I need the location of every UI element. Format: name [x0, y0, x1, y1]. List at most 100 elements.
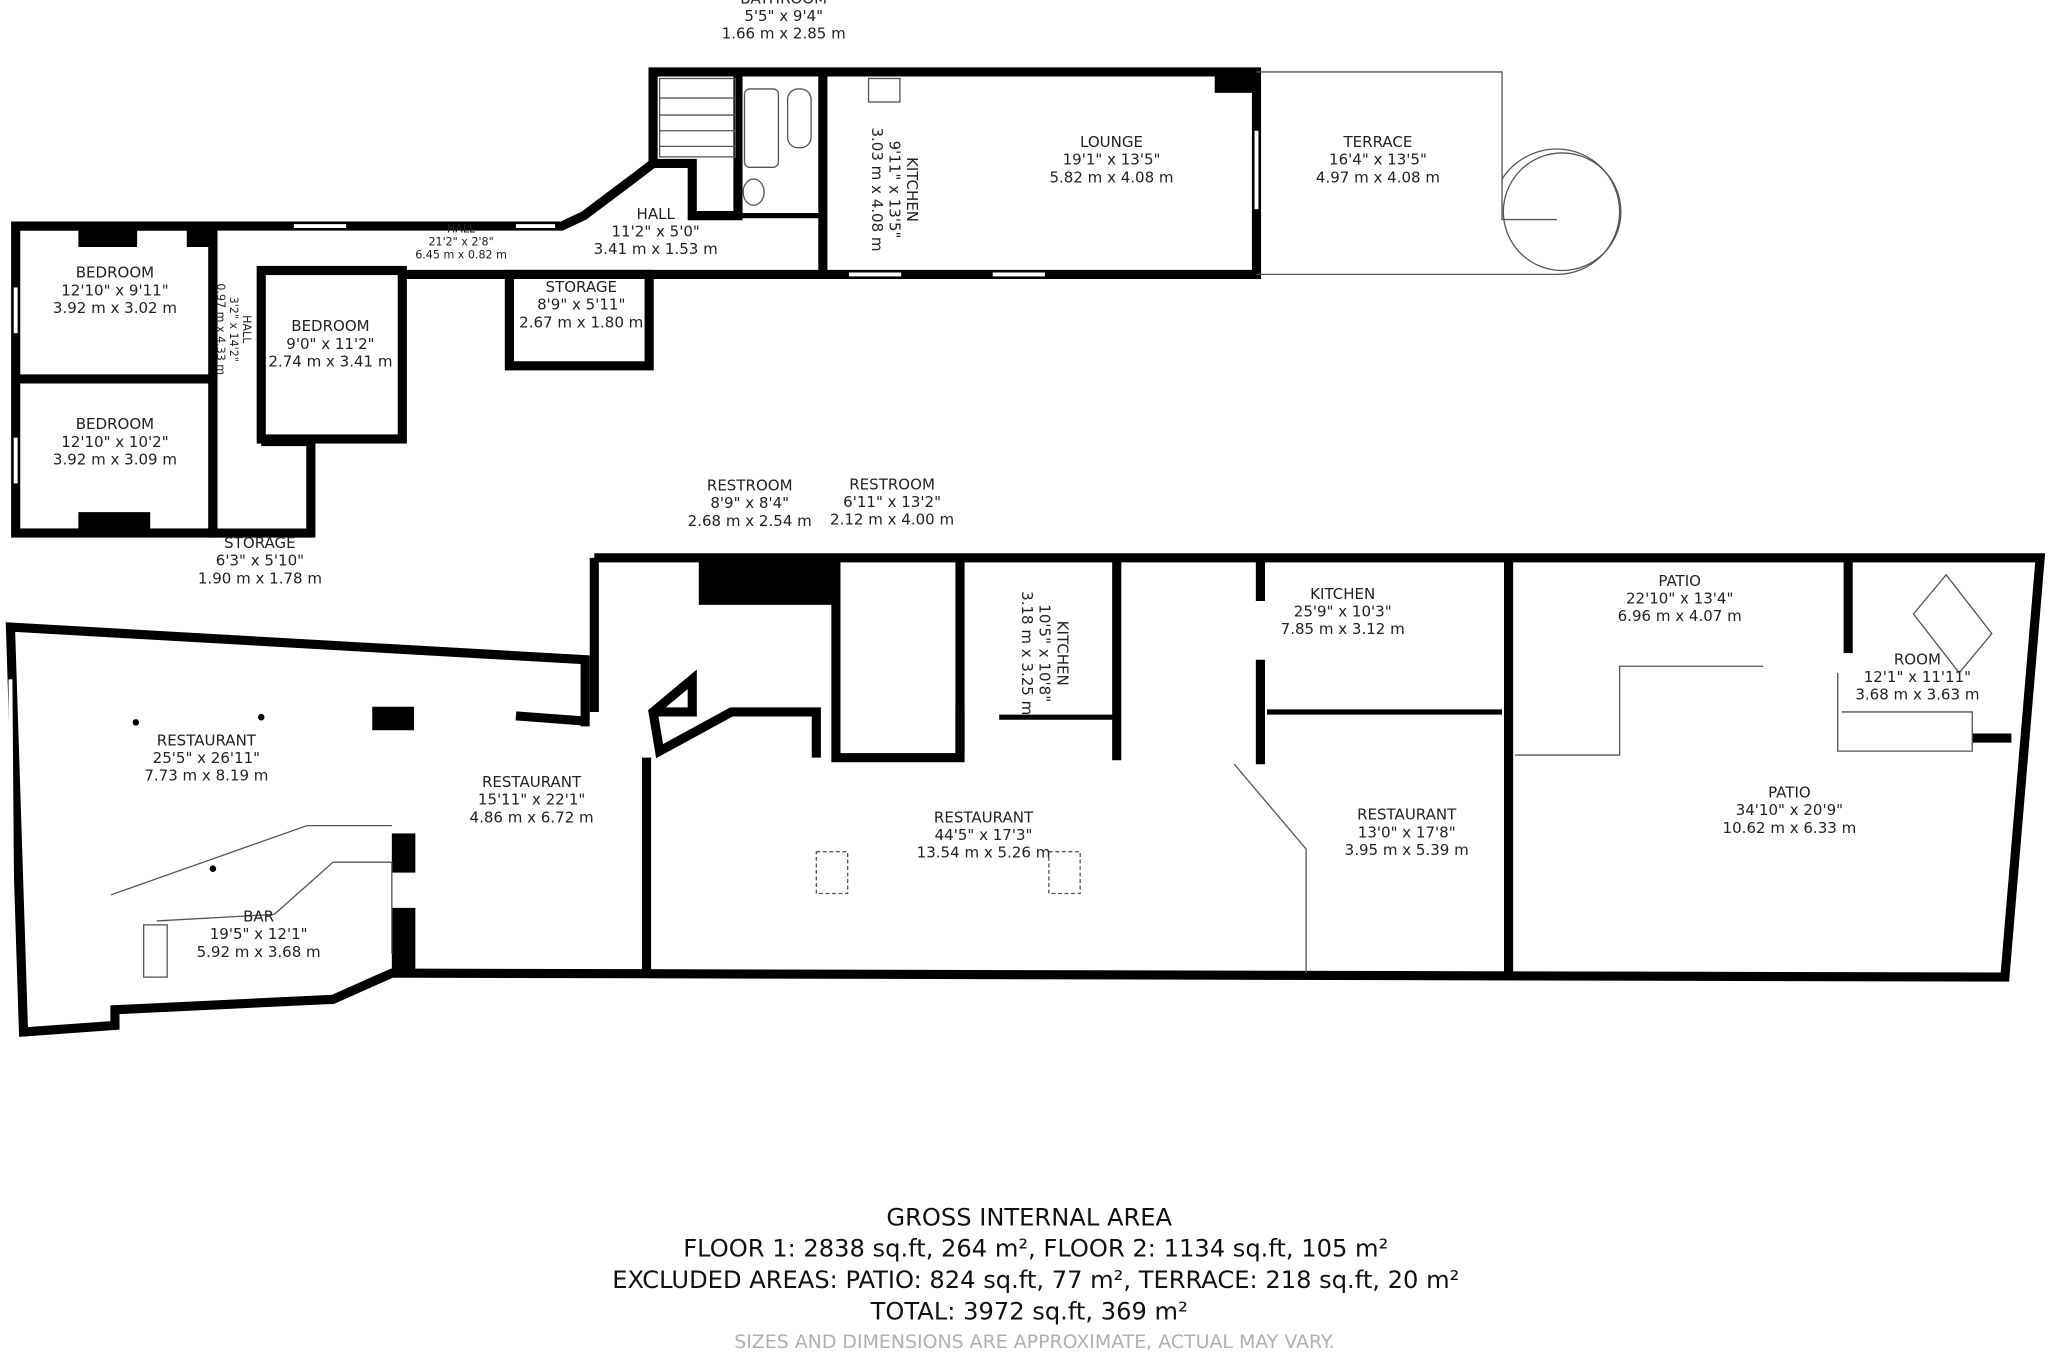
room-metric: 2.74 m x 3.41 m: [268, 352, 392, 370]
room-name: HALL: [447, 223, 476, 236]
room-metric: 2.68 m x 2.54 m: [688, 512, 812, 530]
room-name: RESTROOM: [849, 475, 935, 493]
room-name: RESTROOM: [707, 477, 793, 495]
room-metric: 4.86 m x 6.72 m: [470, 808, 594, 826]
room-name: LOUNGE: [1080, 133, 1143, 151]
room-name: RESTAURANT: [1357, 806, 1457, 824]
patio-planter: [1515, 665, 1764, 756]
room-metric: 5.92 m x 3.68 m: [197, 943, 321, 961]
room-metric: 3.03 m x 4.08 m: [868, 127, 886, 251]
room-label: BATHROOM5'5" x 9'4"1.66 m x 2.85 m: [722, 0, 846, 43]
room-imperial: 9'11" x 13'5": [885, 141, 903, 239]
room-metric: 7.85 m x 3.12 m: [1281, 620, 1405, 638]
room-name: TERRACE: [1343, 133, 1413, 151]
summary-disclaimer: SIZES AND DIMENSIONS ARE APPROXIMATE, AC…: [734, 1331, 1334, 1353]
room-imperial: 12'10" x 9'11": [61, 281, 168, 299]
room-metric: 3.68 m x 3.63 m: [1855, 686, 1979, 704]
room-metric: 3.95 m x 5.39 m: [1345, 841, 1469, 859]
room-imperial: 21'2" x 2'8": [428, 236, 493, 249]
storage-wall: [504, 269, 654, 371]
room-imperial: 15'11" x 22'1": [478, 791, 585, 809]
stair-room-icon: [1912, 573, 1993, 674]
room-imperial: 9'0" x 11'2": [286, 335, 374, 353]
room-name: PATIO: [1768, 784, 1811, 802]
room-imperial: 19'1" x 13'5": [1063, 151, 1161, 169]
bar-counter: [110, 824, 393, 954]
room-name: STORAGE: [545, 278, 616, 296]
room-metric: 1.90 m x 1.78 m: [198, 569, 322, 587]
room-name: BEDROOM: [76, 415, 154, 433]
room-metric: 2.12 m x 4.00 m: [830, 511, 954, 529]
area-summary: GROSS INTERNAL AREA FLOOR 1: 2838 sq.ft,…: [612, 1203, 1459, 1353]
summary-floors: FLOOR 1: 2838 sq.ft, 264 m², FLOOR 2: 11…: [683, 1235, 1388, 1263]
room-metric: 1.66 m x 2.85 m: [722, 25, 846, 43]
room-name: KITCHEN: [903, 157, 921, 222]
room-metric: 10.62 m x 6.33 m: [1723, 819, 1857, 837]
room-imperial: 16'4" x 13'5": [1329, 151, 1427, 169]
summary-title: GROSS INTERNAL AREA: [886, 1203, 1172, 1231]
room-metric: 6.96 m x 4.07 m: [1618, 607, 1742, 625]
room-imperial: 6'11" x 13'2": [843, 493, 941, 511]
summary-excluded: EXCLUDED AREAS: PATIO: 824 sq.ft, 77 m²,…: [612, 1266, 1459, 1294]
room-name: RESTAURANT: [482, 773, 582, 791]
room-imperial: 12'10" x 10'2": [61, 433, 168, 451]
room-imperial: 3'2" x 14'2": [227, 297, 240, 362]
room-imperial: 19'5" x 12'1": [210, 925, 308, 943]
room-metric: 2.67 m x 1.80 m: [519, 313, 643, 331]
room-name: HALL: [240, 315, 253, 344]
staircase-icon: [658, 77, 736, 158]
room-name: BEDROOM: [76, 264, 154, 282]
room-metric: 3.18 m x 3.25 m: [1018, 591, 1036, 715]
room-name: RESTAURANT: [157, 731, 257, 749]
middle-bedroom-wall: [256, 265, 407, 444]
room-name: HALL: [637, 205, 676, 223]
room-imperial: 10'5" x 10'8": [1036, 604, 1054, 702]
room-imperial: 25'5" x 26'11": [153, 749, 260, 767]
room-name: STORAGE: [224, 534, 295, 552]
toilet-icon: [786, 88, 812, 149]
room-metric: 0.97 m x 4.33 m: [214, 283, 227, 375]
room-name: KITCHEN: [1053, 621, 1071, 686]
room-imperial: 12'1" x 11'11": [1864, 668, 1971, 686]
upper-floor-walls: [11, 67, 1622, 538]
room-imperial: 5'5" x 9'4": [744, 7, 823, 25]
room-imperial: 22'10" x 13'4": [1626, 590, 1733, 608]
lower-floor-walls: [5, 553, 2046, 1037]
room-name: BAR: [243, 908, 274, 926]
room-metric: 4.97 m x 4.08 m: [1316, 168, 1440, 186]
room-metric: 13.54 m x 5.26 m: [917, 844, 1051, 862]
room-imperial: 11'2" x 5'0": [612, 223, 700, 241]
room-metric: 6.45 m x 0.82 m: [415, 249, 507, 262]
room-metric: 3.41 m x 1.53 m: [594, 240, 718, 258]
bathtub-icon: [743, 88, 780, 168]
room-imperial: 6'3" x 5'10": [216, 552, 304, 570]
stove-icon: [867, 77, 901, 103]
bar-sink-icon: [143, 924, 168, 978]
room-imperial: 13'0" x 17'8": [1358, 823, 1456, 841]
room-metric: 3.92 m x 3.02 m: [53, 299, 177, 317]
room-imperial: 44'5" x 17'3": [935, 826, 1033, 844]
